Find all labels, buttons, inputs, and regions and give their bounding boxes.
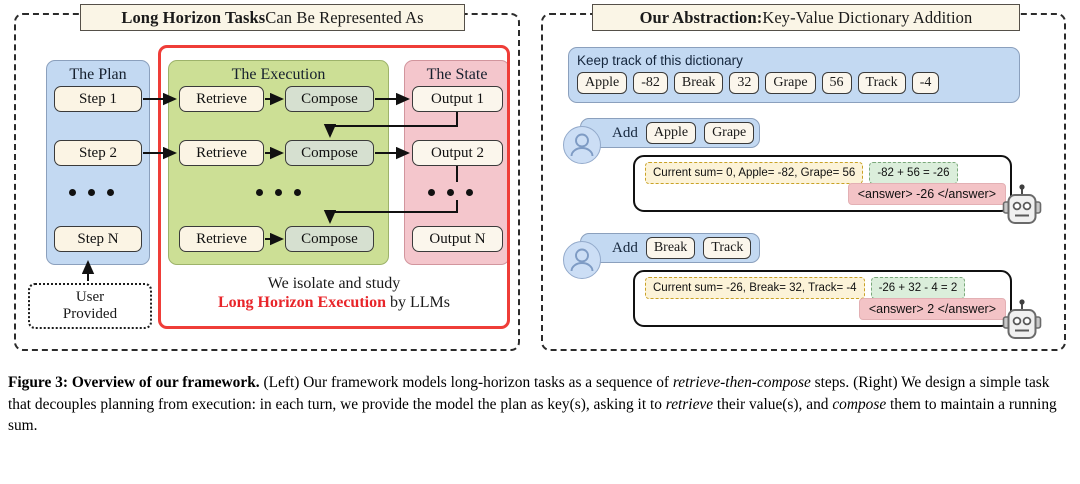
dict-value-apple: -82 xyxy=(633,72,668,94)
study-note-highlight: Long Horizon Execution xyxy=(217,294,386,311)
caption-italic-3: compose xyxy=(832,395,887,413)
left-panel-title: Long Horizon Tasks Can Be Represented As xyxy=(80,4,465,31)
dict-key-grape: Grape xyxy=(765,72,816,94)
study-note-line-1: We isolate and study xyxy=(267,275,401,292)
state-column-ellipsis xyxy=(428,189,473,196)
turn-1-key-grape: Grape xyxy=(704,122,755,144)
user-avatar-glyph xyxy=(570,248,594,272)
state-output-1: Output 1 xyxy=(412,86,503,112)
caption-body-2: steps. (Right) We design a simple task t… xyxy=(8,374,1050,413)
dict-value-break: 32 xyxy=(729,72,760,94)
execution-compose-2: Compose xyxy=(285,140,374,166)
user-provided-line-1: User xyxy=(75,289,105,305)
plan-step-1: Step 1 xyxy=(54,86,142,112)
dict-value-track: -4 xyxy=(911,72,940,94)
dict-key-apple: Apple xyxy=(577,72,628,94)
turn-2-calc-pill: -26 + 32 - 4 = 2 xyxy=(870,277,966,299)
right-panel-title-bold: Our Abstraction: xyxy=(639,7,763,27)
dict-key-break: Break xyxy=(673,72,724,94)
user-provided-box: User Provided xyxy=(28,283,152,329)
right-panel-title: Our Abstraction: Key-Value Dictionary Ad… xyxy=(592,4,1020,31)
study-note: We isolate and study Long Horizon Execut… xyxy=(162,274,506,312)
dictionary-bubble: Keep track of this dictionary Apple -82 … xyxy=(568,47,1020,103)
user-avatar-icon xyxy=(563,241,601,279)
dictionary-entries: Apple -82 Break 32 Grape 56 Track -4 xyxy=(577,72,1011,94)
turn-1-answer-pill: <answer> -26 </answer> xyxy=(847,183,1006,205)
caption-figure-label: Figure 3: Overview of our framework. xyxy=(8,374,260,391)
left-panel-title-rest: Can Be Represented As xyxy=(265,7,424,27)
caption-italic-2: retrieve xyxy=(665,395,714,413)
long-horizon-execution-highlight-box xyxy=(158,45,510,329)
turn-2-assistant-reply: Current sum= -26, Break= 32, Track= -4 -… xyxy=(633,270,1012,327)
dict-value-grape: 56 xyxy=(821,72,852,94)
robot-glyph xyxy=(1002,184,1042,224)
turn-1-sum-pill: Current sum= 0, Apple= -82, Grape= 56 xyxy=(645,162,864,184)
user-provided-line-2: Provided xyxy=(62,306,118,322)
caption-italic-1: retrieve-then-compose xyxy=(672,374,811,391)
study-note-line-2: by LLMs xyxy=(386,294,450,311)
plan-step-2: Step 2 xyxy=(54,140,142,166)
caption-body-4: them to maintain a running sum. xyxy=(8,395,1057,435)
robot-glyph xyxy=(1002,299,1042,339)
turn-1-key-apple: Apple xyxy=(645,122,697,144)
dict-key-track: Track xyxy=(857,72,906,94)
turn-2-sum-pill: Current sum= -26, Break= 32, Track= -4 xyxy=(645,277,865,299)
figure-caption: Figure 3: Overview of our framework. (Le… xyxy=(8,372,1072,437)
plan-column-header: The Plan xyxy=(69,66,127,83)
left-panel-title-bold: Long Horizon Tasks xyxy=(121,7,266,27)
execution-column-ellipsis xyxy=(256,189,301,196)
dictionary-label: Keep track of this dictionary xyxy=(577,53,743,68)
turn-2-user-message: Add Break Track xyxy=(580,233,760,263)
plan-column-ellipsis xyxy=(69,189,114,196)
state-column-header: The State xyxy=(426,66,488,83)
state-output-2: Output 2 xyxy=(412,140,503,166)
execution-retrieve-2: Retrieve xyxy=(179,140,264,166)
turn-2-key-track: Track xyxy=(703,237,752,259)
caption-body-1: (Left) Our framework models long-horizon… xyxy=(259,374,673,391)
turn-1-verb: Add xyxy=(612,124,638,141)
turn-1-calc-pill: -82 + 56 = -26 xyxy=(869,162,958,184)
execution-column-header: The Execution xyxy=(231,66,326,83)
robot-icon xyxy=(1002,299,1042,343)
execution-compose-1: Compose xyxy=(285,86,374,112)
state-output-n: Output N xyxy=(412,226,503,252)
turn-2-answer-pill: <answer> 2 </answer> xyxy=(858,298,1006,320)
turn-2-reasoning-row: Current sum= -26, Break= 32, Track= -4 -… xyxy=(645,277,966,299)
right-panel-title-rest: Key-Value Dictionary Addition xyxy=(762,7,973,27)
turn-1-user-message: Add Apple Grape xyxy=(580,118,760,148)
execution-compose-n: Compose xyxy=(285,226,374,252)
turn-2-verb: Add xyxy=(612,239,638,256)
robot-icon xyxy=(1002,184,1042,228)
turn-1-reasoning-row: Current sum= 0, Apple= -82, Grape= 56 -8… xyxy=(645,162,958,184)
turn-1-assistant-reply: Current sum= 0, Apple= -82, Grape= 56 -8… xyxy=(633,155,1012,212)
figure-overview: Long Horizon Tasks Can Be Represented As… xyxy=(14,4,1066,351)
turn-2-key-break: Break xyxy=(645,237,696,259)
user-avatar-glyph xyxy=(570,133,594,157)
execution-retrieve-1: Retrieve xyxy=(179,86,264,112)
execution-retrieve-n: Retrieve xyxy=(179,226,264,252)
plan-step-n: Step N xyxy=(54,226,142,252)
user-avatar-icon xyxy=(563,126,601,164)
caption-body-3: their value(s), and xyxy=(713,395,833,413)
